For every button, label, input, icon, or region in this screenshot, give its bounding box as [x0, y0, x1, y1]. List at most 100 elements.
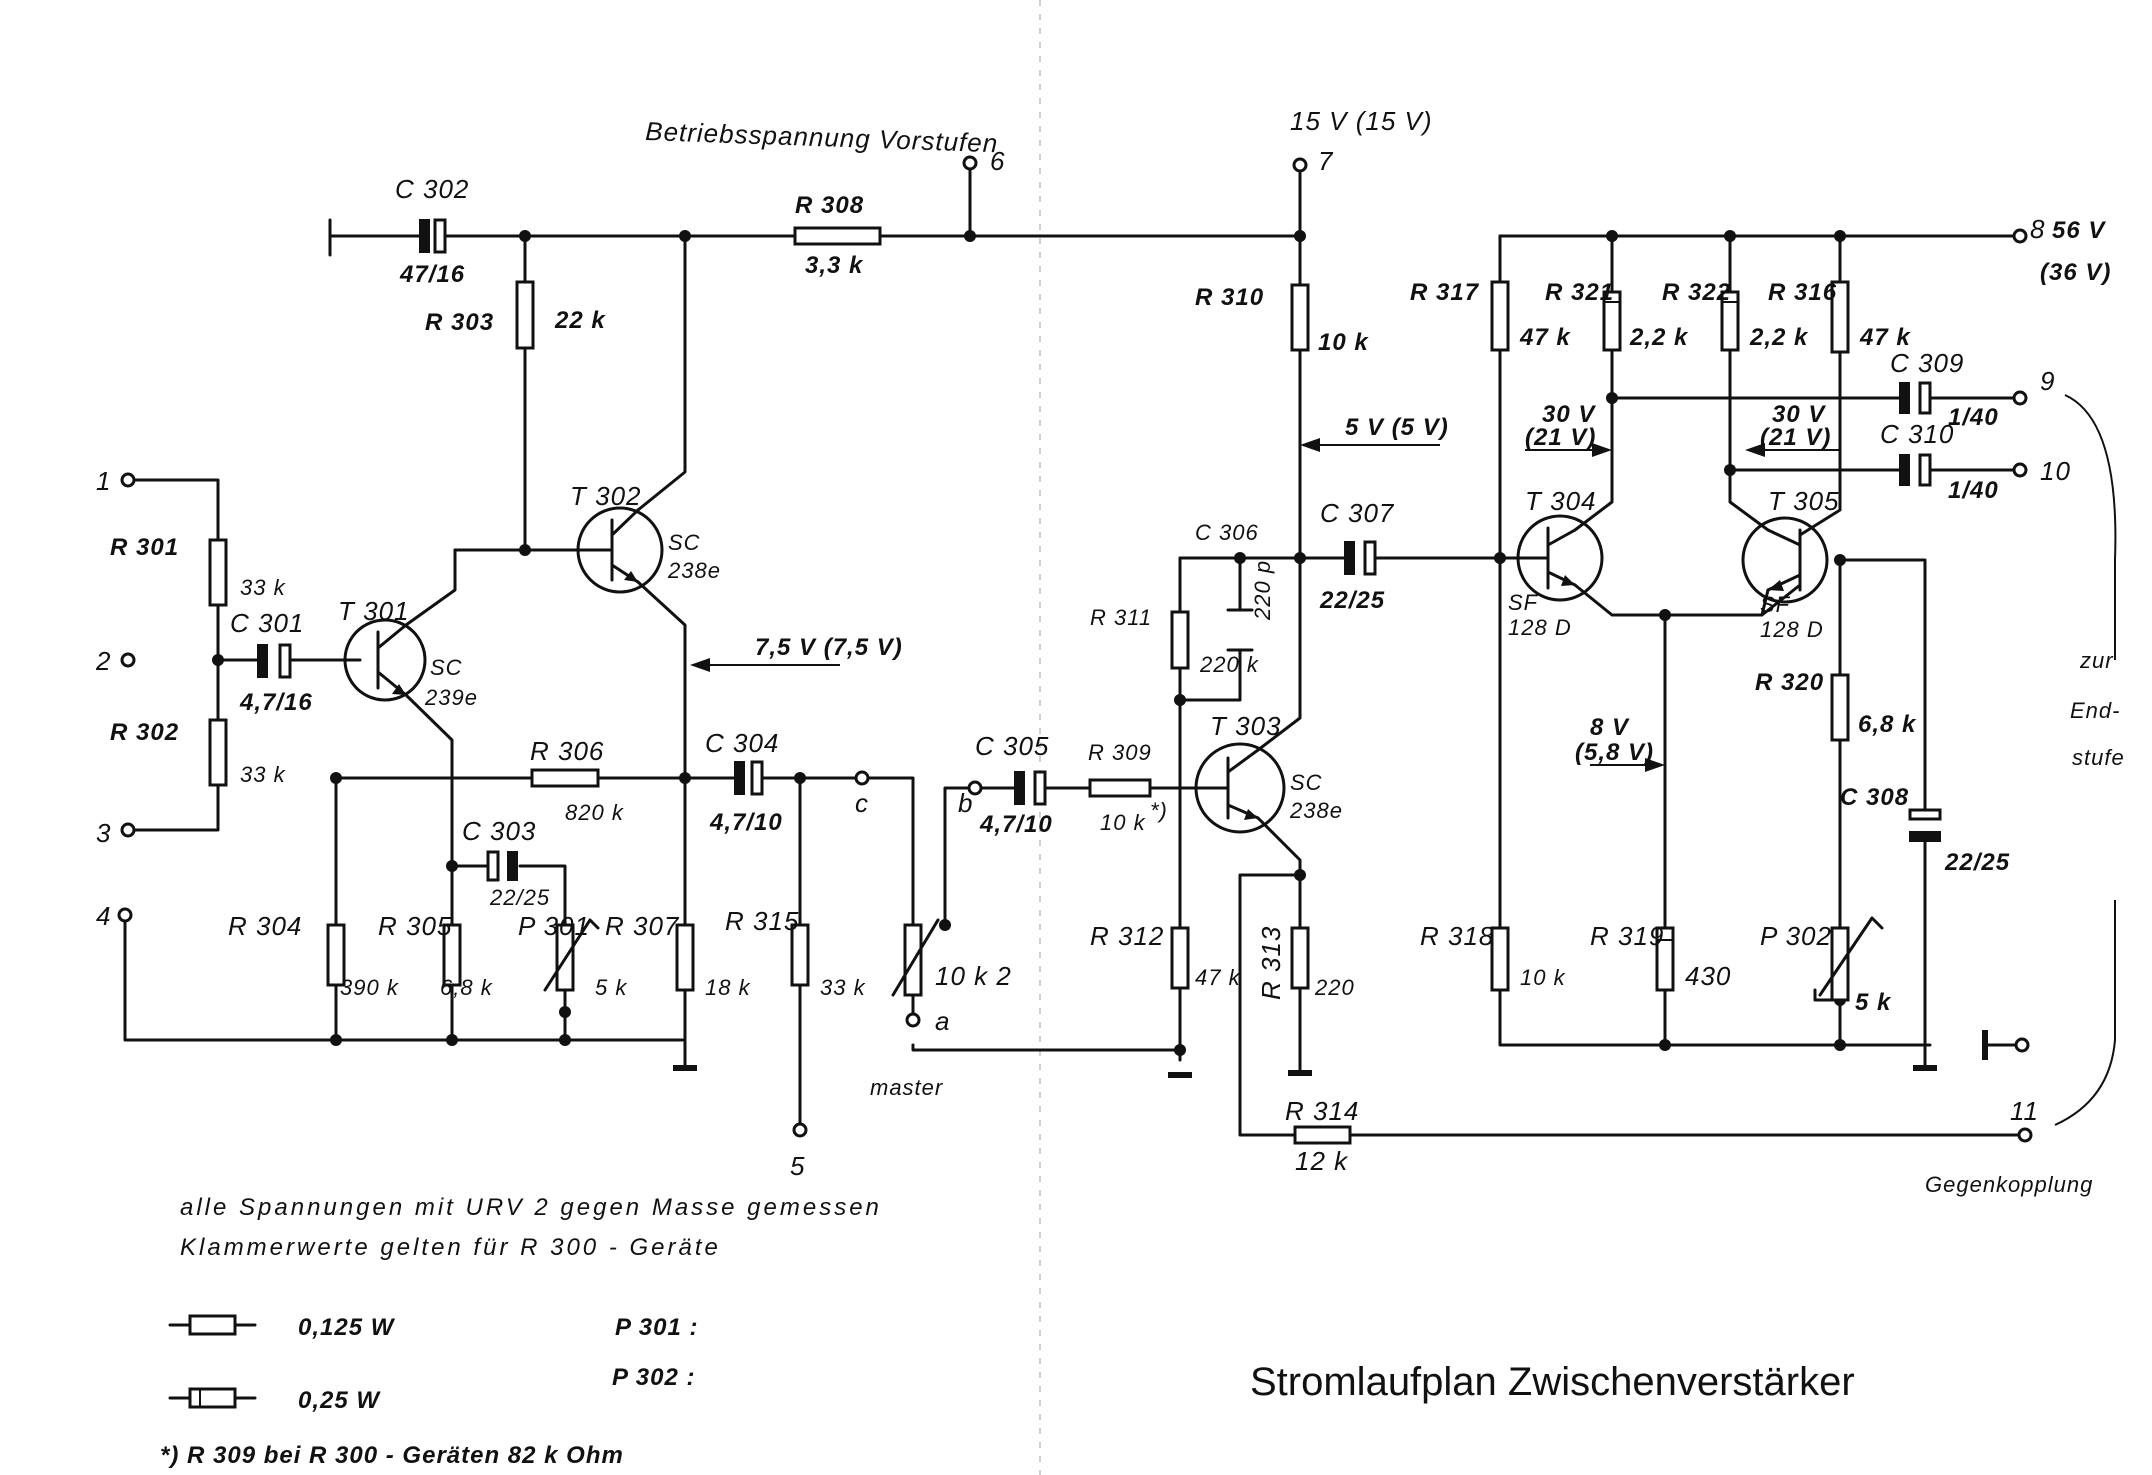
- voltage-7-5v: 7,5 V (7,5 V): [755, 634, 903, 661]
- value-c310: 1/40: [1948, 477, 1999, 504]
- resistor-r302: [208, 718, 228, 787]
- label-r310: R 310: [1195, 284, 1264, 311]
- label-star-r309: *): [1150, 798, 1168, 823]
- label-r315: R 315: [725, 906, 799, 936]
- value-r314: 12 k: [1295, 1146, 1349, 1176]
- terminal-7: [1292, 157, 1308, 173]
- label-r322: R 322: [1662, 279, 1731, 306]
- value-r305: 6,8 k: [440, 975, 493, 1000]
- type1-t301: SC: [430, 655, 463, 680]
- value-c308: 22/25: [1944, 849, 2010, 876]
- value-c306: 220 p: [1250, 560, 1275, 621]
- terminal-label-9: 9: [2040, 366, 2055, 396]
- value-r302: 33 k: [240, 762, 286, 787]
- capacitor-c301: [257, 643, 292, 679]
- resistors: [208, 226, 1850, 1145]
- terminal-c: [854, 770, 870, 786]
- label-gegenkopplung: Gegenkopplung: [1925, 1172, 2093, 1197]
- value-p302: 5 k: [1855, 989, 1892, 1016]
- ground-symbols: [673, 1030, 1988, 1078]
- terminal-8: [2012, 228, 2028, 244]
- label-c305: C 305: [975, 731, 1049, 761]
- label-r306: R 306: [530, 736, 604, 766]
- voltage-30v-left: 30 V: [1542, 401, 1596, 428]
- type1-t304: SF: [1508, 590, 1539, 615]
- value-c305: 4,7/10: [979, 811, 1053, 838]
- terminal-4: [117, 907, 133, 923]
- resistor-r305: [442, 923, 462, 987]
- terminal-label-a: a: [935, 1006, 950, 1036]
- note-footnote: *) R 309 bei R 300 - Geräten 82 k Ohm: [160, 1442, 624, 1469]
- terminal-10: [2012, 462, 2028, 478]
- terminal-1: [120, 472, 136, 488]
- value-c309: 1/40: [1948, 404, 1999, 431]
- potentiometers: [543, 916, 1884, 1002]
- resistor-r319: [1655, 926, 1675, 992]
- legend-125w-resistor: [188, 1314, 237, 1336]
- label-r319: R 319: [1590, 921, 1664, 951]
- terminal-label-5: 5: [790, 1151, 805, 1181]
- value-r301: 33 k: [240, 575, 286, 600]
- terminal-label-10: 10: [2040, 456, 2071, 486]
- label-stufe: stufe: [2072, 745, 2125, 770]
- type2-t302: 238e: [667, 558, 721, 583]
- label-r301: R 301: [110, 534, 179, 561]
- label-t302: T 302: [570, 481, 642, 511]
- value-c304: 4,7/10: [709, 809, 783, 836]
- resistor-r318: [1490, 926, 1510, 992]
- label-r305: R 305: [378, 911, 452, 941]
- voltage-arrows: [690, 438, 1840, 772]
- value-r322: 2,2 k: [1749, 324, 1809, 351]
- label-r308: R 308: [795, 192, 864, 219]
- resistor-r303: [515, 280, 535, 350]
- note-p301: P 301 :: [615, 1314, 699, 1341]
- capacitor-c303: [486, 850, 518, 882]
- terminal-label-c: c: [855, 788, 869, 818]
- label-r309: R 309: [1088, 740, 1152, 765]
- resistor-r313: [1290, 926, 1310, 990]
- value-c302: 47/16: [399, 261, 465, 288]
- label-t301: T 301: [338, 596, 410, 626]
- resistor-r309: [1088, 778, 1152, 798]
- value-r303: 22 k: [554, 307, 606, 334]
- label-r312: R 312: [1090, 921, 1164, 951]
- legend-25w-resistor: [188, 1387, 237, 1409]
- supply-label-36v: (36 V): [2040, 259, 2111, 286]
- note-line2: Klammerwerte gelten für R 300 - Geräte: [180, 1234, 721, 1261]
- note-line1: alle Spannungen mit URV 2 gegen Masse ge…: [180, 1194, 882, 1221]
- capacitor-c306: [1226, 608, 1254, 652]
- value-r317: 47 k: [1519, 324, 1571, 351]
- resistor-r317: [1490, 280, 1510, 352]
- label-c310: C 310: [1880, 419, 1954, 449]
- resistor-r314: [1293, 1125, 1352, 1145]
- capacitor-c309: [1899, 381, 1932, 415]
- capacitor-c305: [1014, 770, 1047, 806]
- capacitor-c304: [734, 760, 764, 796]
- value-r307: 18 k: [705, 975, 751, 1000]
- label-master: master: [870, 1075, 944, 1100]
- value-r306: 820 k: [565, 800, 624, 825]
- transistors: [343, 506, 1829, 834]
- type2-t303: 238e: [1289, 798, 1343, 823]
- terminal-5: [792, 1122, 808, 1138]
- label-p301: P 301: [518, 911, 590, 941]
- voltage-8v: 8 V: [1590, 714, 1630, 741]
- label-t305: T 305: [1768, 486, 1840, 516]
- label-t303: T 303: [1210, 711, 1282, 741]
- label-c306: C 306: [1195, 520, 1259, 545]
- supply-label-vorstufen: Betriebsspannung Vorstufen: [645, 116, 999, 158]
- label-r303: R 303: [425, 309, 494, 336]
- resistor-r316: [1830, 280, 1850, 354]
- resistor-r311: [1170, 610, 1190, 670]
- transistor-t301: [343, 618, 427, 702]
- label-r318: R 318: [1420, 921, 1494, 951]
- label-t304: T 304: [1525, 486, 1597, 516]
- resistor-r304: [326, 923, 346, 987]
- label-c301: C 301: [230, 608, 304, 638]
- label-r313: R 313: [1256, 926, 1286, 1000]
- label-r317: R 317: [1410, 279, 1480, 306]
- terminal-6: [962, 155, 978, 171]
- label-c308: C 308: [1840, 784, 1909, 811]
- terminal-label-7: 7: [1318, 146, 1334, 176]
